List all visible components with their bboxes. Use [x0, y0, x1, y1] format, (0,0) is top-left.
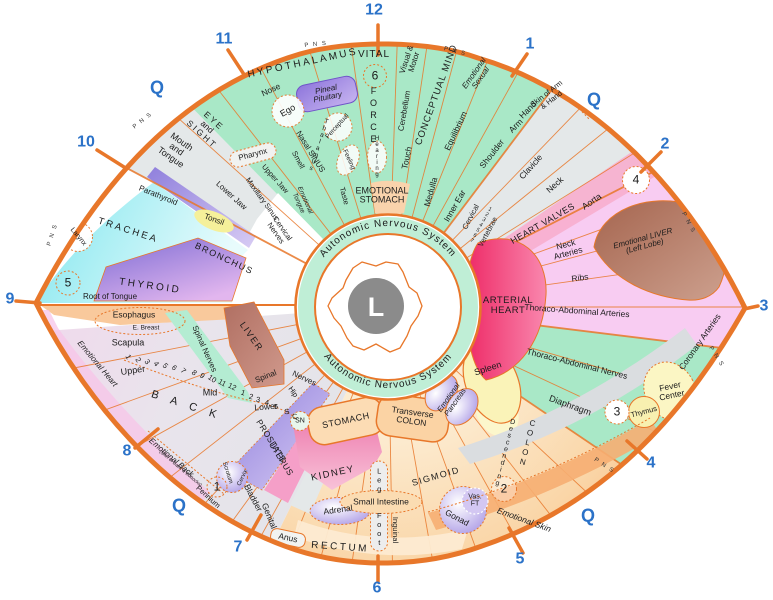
divider-line — [129, 43, 332, 234]
hearing-oval — [367, 140, 387, 174]
prostate-uterus-band — [227, 382, 331, 491]
divider-line — [190, 43, 345, 226]
thyroid-zone — [93, 237, 247, 302]
spine-dotted-arc — [123, 359, 298, 421]
emotional-skin-dotted-line — [427, 417, 651, 513]
perceptual-circle — [323, 112, 353, 142]
area-4-circle — [622, 166, 650, 194]
area-2-circle — [491, 476, 517, 502]
area-6-circle — [363, 64, 387, 88]
scrotum-cervix-circle — [216, 461, 248, 493]
emotional-liver-shape — [593, 200, 727, 301]
ring-outer-border — [294, 213, 482, 401]
divider-line — [401, 43, 451, 216]
sn-circle — [290, 411, 310, 431]
tonsil-shape — [194, 209, 234, 233]
divider-line — [422, 43, 546, 221]
emotional-back-dotted-line — [147, 430, 225, 495]
emotional-heart-strip — [38, 310, 210, 510]
collarette-wavy-line — [327, 261, 423, 353]
small-intestine-shape — [339, 490, 423, 514]
diaphragm-band — [458, 328, 697, 464]
divider-line — [390, 43, 404, 215]
divider-line — [444, 380, 647, 564]
clock-tick-marks — [14, 23, 760, 584]
liver-band — [223, 301, 285, 389]
central-ring: Autonomic Nervous System Autonomic Nervo… — [294, 213, 482, 401]
divider-line — [411, 43, 498, 218]
ego-circle — [271, 94, 305, 128]
area-3-circle — [604, 399, 630, 425]
ring-inner-border — [314, 233, 462, 381]
brain-zone — [93, 43, 641, 307]
thymus-shape — [628, 396, 660, 428]
esophagus-dotted-oval — [94, 307, 186, 335]
pupil — [348, 278, 404, 334]
feeling-oval — [336, 144, 360, 176]
heart-valves-band — [481, 145, 666, 271]
area-5-circle — [55, 270, 81, 296]
vas-ft-circle — [461, 487, 489, 515]
autonomic-ring-band — [298, 217, 478, 397]
area-1-circle — [206, 476, 228, 498]
bronchus-zone — [230, 193, 323, 312]
divider-line — [432, 43, 592, 226]
divider-line — [389, 399, 396, 564]
divider-line — [443, 43, 642, 234]
spinal-nerves-band — [165, 310, 252, 403]
emotional-stomach-zone — [371, 180, 410, 216]
pharynx-shape — [229, 142, 277, 168]
organ-overlays — [38, 63, 727, 556]
